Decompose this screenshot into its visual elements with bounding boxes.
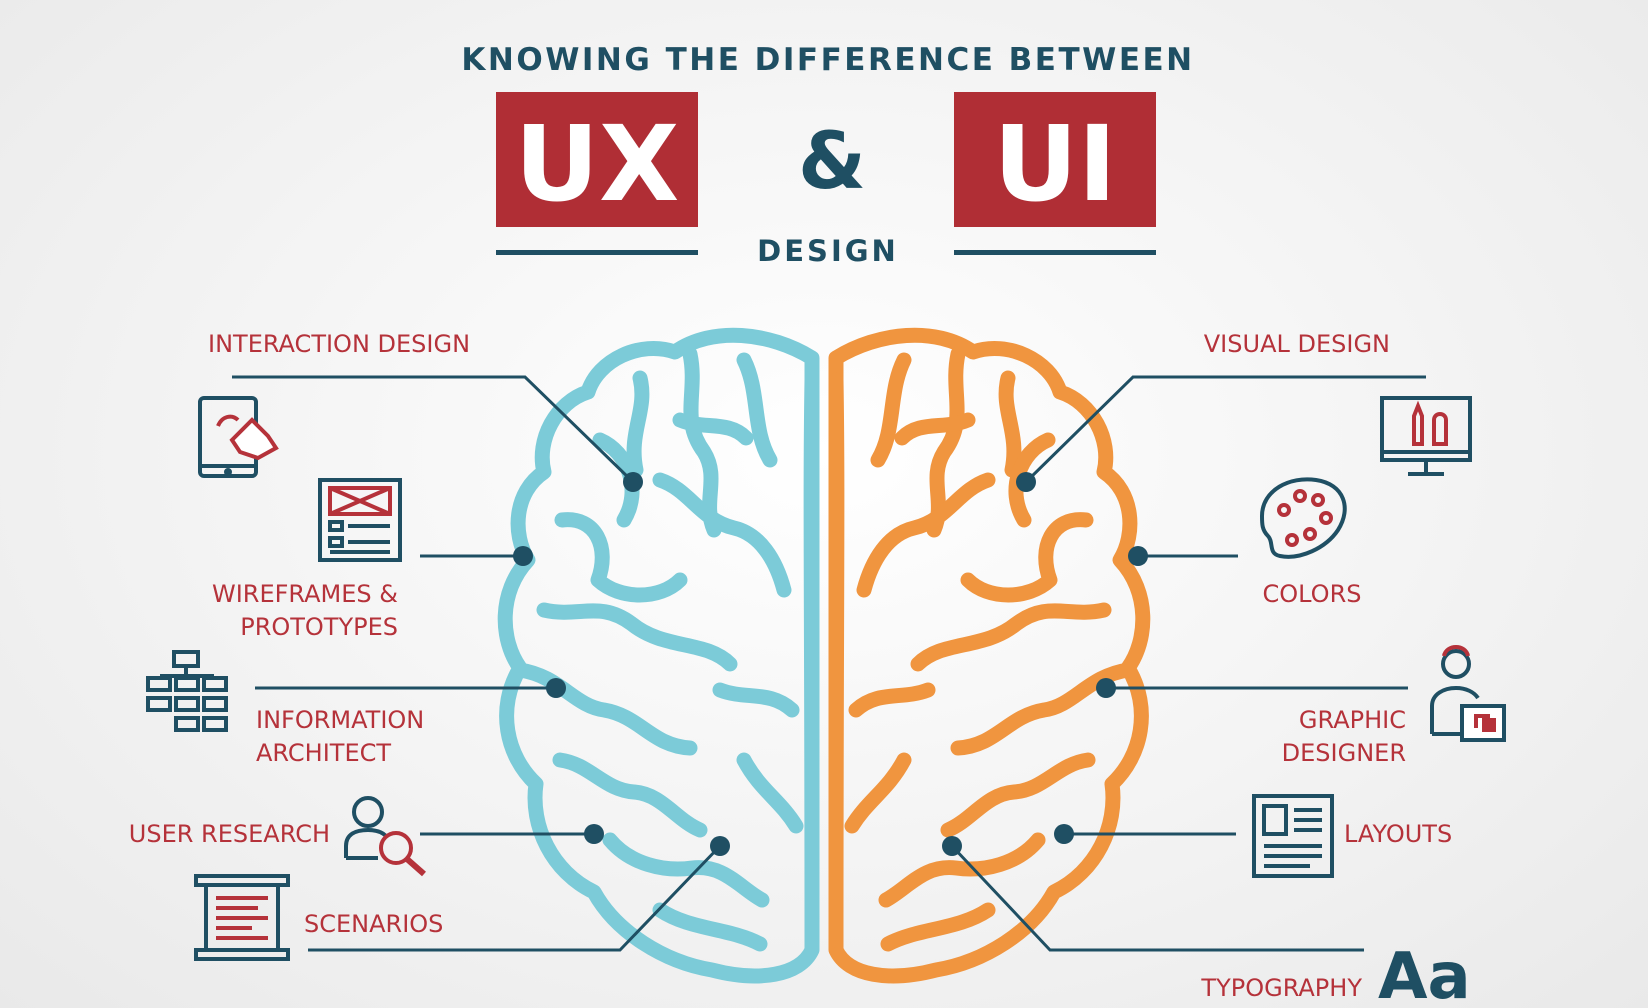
wireframe-icon [318,478,402,562]
user-search-icon [344,796,426,877]
ui-box [954,92,1156,227]
label-layouts: LAYOUTS [1344,820,1452,848]
label-scenarios: SCENARIOS [304,910,443,938]
connector-dot-scenarios [710,836,730,856]
typography-icon: Aa [1378,940,1471,1008]
connector-visual-design [1024,375,1426,484]
connector-dot-user-research [584,824,604,844]
scroll-document-icon [194,874,290,961]
connector-interaction-design [232,375,635,484]
connector-dot-interaction-design [623,472,643,492]
design-word: DESIGN [757,234,899,268]
connector-dot-graphic-designer [1096,678,1116,698]
label-user-research: USER RESEARCH [129,820,330,848]
label-information-architect-line2: ARCHITECT [256,739,391,767]
design-rule-left [496,250,698,255]
connector-dot-wireframes [513,546,533,566]
connector-dot-information-architect [546,678,566,698]
connector-dot-colors [1128,546,1148,566]
brain-right-hemisphere [828,327,1151,984]
label-visual-design: VISUAL DESIGN [1204,330,1390,358]
designer-icon [1430,645,1506,742]
label-wireframes-line1: WIREFRAMES & [212,580,398,608]
connector-typography [950,844,1364,952]
ux-box [496,92,698,227]
ux-labels: INTERACTION DESIGN WIREFRAMES & PROTOTYP… [129,330,470,938]
label-typography: TYPOGRAPHY [1200,974,1362,1002]
monitor-tools-icon [1380,396,1472,476]
label-interaction-design: INTERACTION DESIGN [208,330,470,358]
connector-scenarios [308,844,722,952]
label-information-architect-line1: INFORMATION [256,706,424,734]
connector-dot-typography [942,836,962,856]
ui-box-label: UI [993,103,1116,225]
sitemap-icon [146,650,228,732]
connector-dot-layouts [1054,824,1074,844]
label-graphic-designer-line2: DESIGNER [1282,739,1406,767]
ux-box-label: UX [515,103,680,225]
label-graphic-designer-line1: GRAPHIC [1299,706,1406,734]
palette-icon [1259,477,1347,559]
header-top-line: KNOWING THE DIFFERENCE BETWEEN [461,42,1194,78]
connector-dot-visual-design [1016,472,1036,492]
ui-labels: VISUAL DESIGN COLORS GRAPHIC DESIGNER LA… [1200,330,1452,1002]
design-rule-right [954,250,1156,255]
label-colors: COLORS [1263,580,1362,608]
brain-left-hemisphere [497,327,820,984]
layout-icon [1252,794,1334,878]
label-wireframes-line2: PROTOTYPES [240,613,398,641]
ampersand: & [798,117,866,207]
ui-connectors [942,375,1426,952]
tablet-touch-icon [198,396,279,478]
header: KNOWING THE DIFFERENCE BETWEEN UX & UI D… [461,42,1194,268]
ux-connectors [232,375,730,952]
